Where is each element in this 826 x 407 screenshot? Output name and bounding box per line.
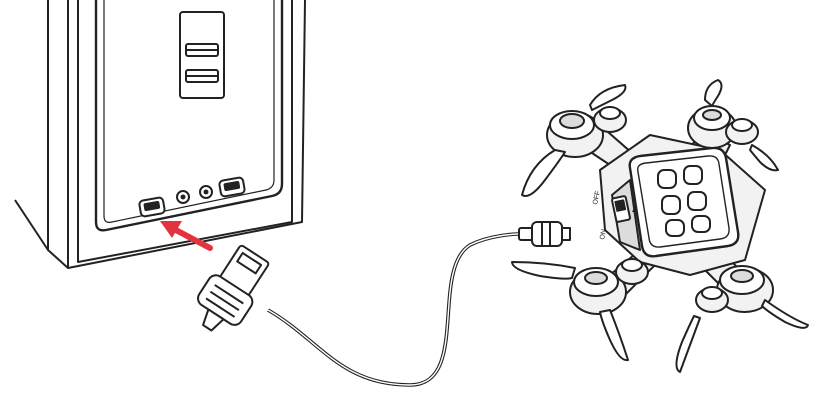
motor-bottom-left: [511, 258, 649, 362]
insert-arrow: [160, 221, 213, 251]
switch-label-off: OFF: [592, 190, 602, 205]
motor-bottom-right: [675, 265, 809, 373]
usb-a-plug: [197, 244, 270, 332]
usb-port-right[interactable]: [218, 176, 246, 198]
micro-usb-plug: [518, 221, 571, 247]
drone: OFF ON: [511, 79, 809, 373]
front-panel: [94, 0, 284, 232]
audio-jack-2: [199, 185, 213, 199]
computer-tower: [14, 0, 306, 269]
motor-top-right: [687, 79, 779, 172]
audio-jack-1: [176, 190, 190, 204]
drive-bay: [179, 11, 225, 99]
usb-port-left[interactable]: [138, 196, 166, 218]
switch-label-on: ON: [599, 229, 608, 241]
battery-pack: [628, 146, 740, 258]
motor-top-left: [521, 84, 627, 197]
usb-cable: [267, 232, 521, 387]
